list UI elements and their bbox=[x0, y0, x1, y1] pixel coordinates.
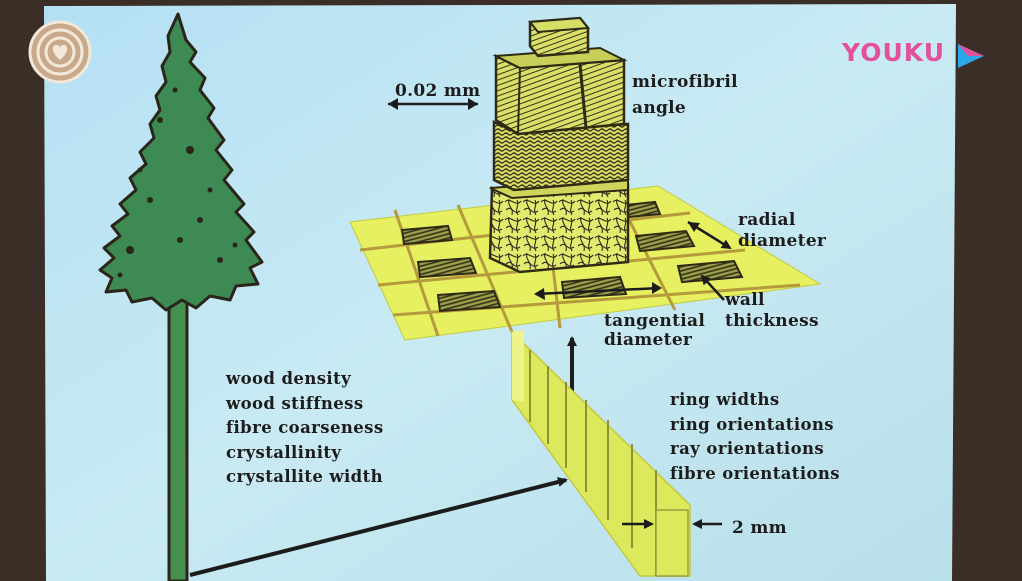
tangential-label-1: tangential bbox=[604, 311, 706, 331]
list-item: ray orientations bbox=[670, 439, 825, 458]
list-item: fibre orientations bbox=[670, 463, 840, 483]
tree-illustration bbox=[98, 12, 264, 581]
scale-arrow-top bbox=[388, 98, 478, 110]
fibre-wall-block bbox=[488, 16, 630, 274]
tangential-label-2: diameter bbox=[604, 330, 693, 350]
microfibril-label-1: microfibril bbox=[632, 72, 738, 92]
tree-to-sample-arrow bbox=[189, 477, 568, 577]
wall-label-2: thickness bbox=[725, 311, 819, 331]
properties-right-list: ring widths ring orientations ray orient… bbox=[670, 388, 840, 486]
list-item: wood stiffness bbox=[226, 393, 364, 413]
list-item: wood density bbox=[226, 369, 352, 388]
list-item: crystallite width bbox=[226, 467, 384, 486]
wall-label-1: wall bbox=[725, 290, 765, 310]
list-item: ring widths bbox=[670, 390, 780, 409]
radial-label-2: diameter bbox=[738, 231, 827, 251]
properties-left-list: wood density wood stiffness fibre coarse… bbox=[226, 367, 384, 490]
scale-label-top: 0.02 mm bbox=[395, 81, 481, 101]
youku-watermark: YOUKU bbox=[842, 38, 945, 67]
youku-play-icon bbox=[958, 44, 984, 68]
scale-label-bottom: 2 mm bbox=[732, 518, 787, 538]
microfibril-label-2: angle bbox=[632, 98, 687, 118]
wall-thickness-arrow bbox=[700, 274, 725, 301]
list-item: ring orientations bbox=[670, 414, 834, 434]
radial-label-1: radial bbox=[738, 210, 796, 230]
ring-heart-icon bbox=[28, 20, 92, 84]
list-item: crystallinity bbox=[226, 442, 342, 462]
list-item: fibre coarseness bbox=[226, 418, 384, 437]
radial-arrow bbox=[687, 220, 732, 250]
increment-core-sample bbox=[511, 330, 691, 577]
tangential-arrow bbox=[534, 282, 662, 300]
